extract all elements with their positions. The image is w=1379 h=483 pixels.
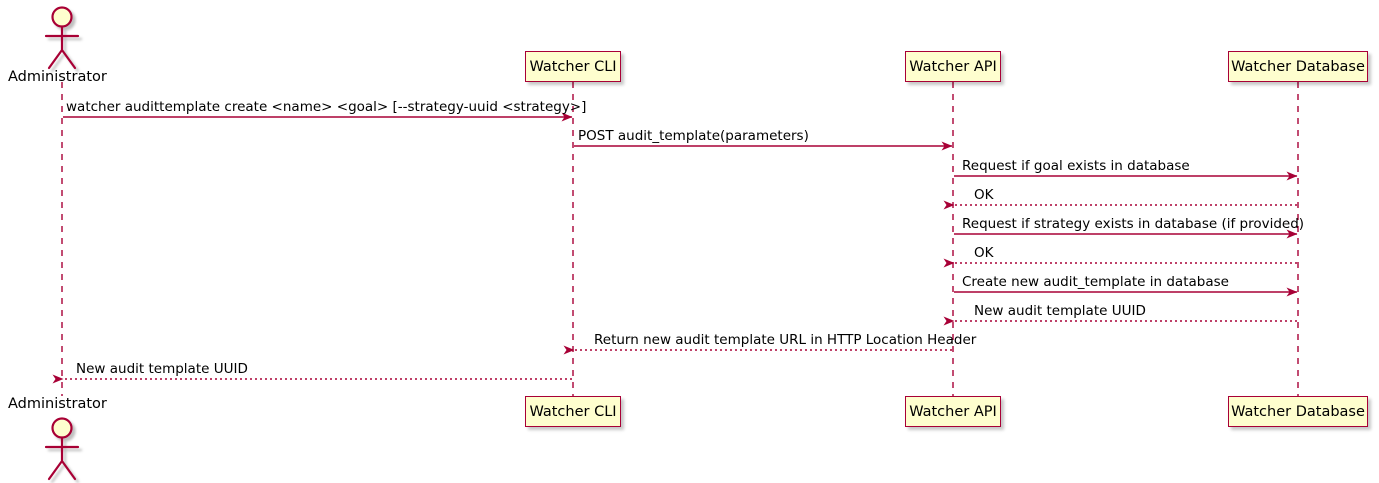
message-arrows-group [52,112,1298,384]
participant-label: Watcher API [909,403,997,420]
lifelines-group [61,82,1299,396]
message-label-10: New audit template UUID [76,361,248,377]
actor-figure-administrator-top [44,6,80,70]
participant-box-watcher-api-top[interactable]: Watcher API [905,51,1001,82]
actor-body [44,25,80,70]
message-label-8: New audit template UUID [974,303,1146,319]
actor-head [51,417,73,439]
actor-body [44,436,80,481]
participant-label: Watcher Database [1231,403,1365,420]
message-label-3: Request if goal exists in database [962,158,1190,174]
participant-box-watcher-api-bottom[interactable]: Watcher API [905,396,1001,427]
participant-label: Watcher CLI [529,58,617,75]
participant-box-watcher-db-bottom[interactable]: Watcher Database [1228,396,1368,427]
message-label-7: Create new audit_template in database [962,274,1229,290]
participant-label: Watcher Database [1231,58,1365,75]
message-label-1: watcher audittemplate create <name> <goa… [66,99,587,115]
actor-figure-administrator-bottom [44,417,80,481]
message-label-6: OK [974,245,994,261]
participant-box-watcher-db-top[interactable]: Watcher Database [1228,51,1368,82]
participant-box-watcher-cli-bottom[interactable]: Watcher CLI [525,396,621,427]
actor-figures-group [44,6,80,481]
message-label-5: Request if strategy exists in database (… [962,216,1305,232]
actor-label-administrator-bottom: Administrator [8,396,107,412]
participant-box-watcher-cli-top[interactable]: Watcher CLI [525,51,621,82]
message-label-4: OK [974,187,994,203]
participant-label: Watcher CLI [529,403,617,420]
participant-label: Watcher API [909,58,997,75]
actor-head [51,6,73,28]
message-label-2: POST audit_template(parameters) [578,128,809,144]
message-label-9: Return new audit template URL in HTTP Lo… [594,332,977,348]
actor-label-administrator-top: Administrator [8,69,107,85]
